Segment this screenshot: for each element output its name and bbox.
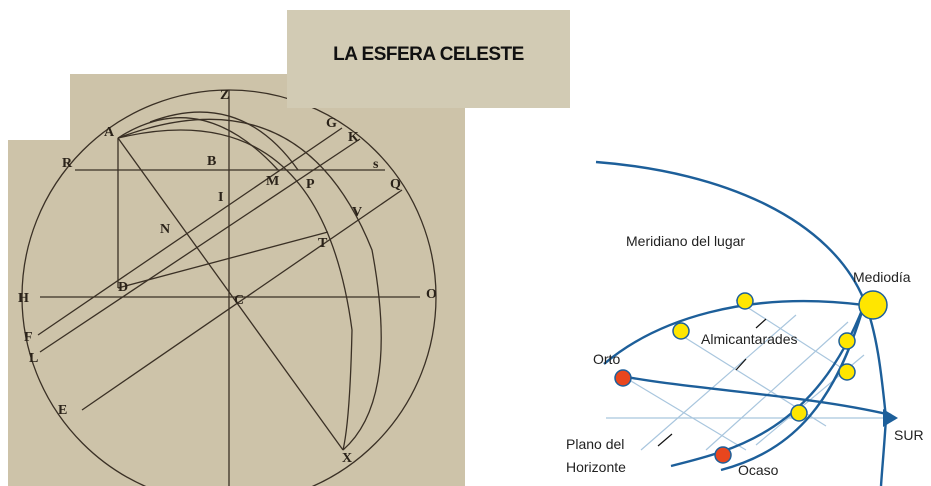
south-left-curve xyxy=(720,304,866,472)
set-label: Ocaso xyxy=(738,462,779,478)
sun-morning-1 xyxy=(672,322,690,340)
sun-set xyxy=(714,446,732,464)
south-arrow-head xyxy=(883,409,898,427)
sun-morning-2 xyxy=(736,292,754,310)
point-g: G xyxy=(326,116,337,131)
point-n: N xyxy=(160,222,170,237)
horizon-label-line2: Horizonte xyxy=(566,459,626,475)
sun-rise xyxy=(614,369,632,387)
sun-noon xyxy=(858,290,888,320)
point-m: M xyxy=(266,174,279,189)
grid-line-4 xyxy=(640,314,797,451)
horizon-label-line1: Plano del xyxy=(566,436,624,452)
band-line-f xyxy=(37,127,343,336)
arc-1 xyxy=(117,118,382,451)
page-title: LA ESFERA CELESTE xyxy=(333,44,524,65)
point-s: s xyxy=(373,157,379,172)
point-h: H xyxy=(18,291,29,306)
point-v: V xyxy=(352,205,362,220)
point-o: O xyxy=(426,287,437,302)
arc-4 xyxy=(149,111,299,171)
almucantar-label: Almicantarades xyxy=(701,331,798,347)
equator-line xyxy=(81,189,403,411)
point-x: X xyxy=(342,451,352,466)
celestial-sphere-engraving: Z A G K R B M P s Q I V N T H D C O F L … xyxy=(8,74,465,486)
title-plate: LA ESFERA CELESTE xyxy=(287,10,570,108)
lower-sun-path xyxy=(620,374,892,417)
sky-curves xyxy=(595,160,892,486)
engraving-lines xyxy=(21,89,437,486)
grid-line-1 xyxy=(625,377,747,451)
point-q: Q xyxy=(390,177,401,192)
arc-2 xyxy=(117,129,353,451)
point-k: K xyxy=(348,130,359,145)
sun-path-diagram: Meridiano del lugar Mediodía Almicantara… xyxy=(566,160,924,486)
rise-label: Orto xyxy=(593,351,620,367)
pointer-almucantar-1 xyxy=(755,318,767,329)
band-line-l xyxy=(39,138,361,353)
grid-line-5 xyxy=(705,321,849,451)
point-d: D xyxy=(118,280,128,295)
point-t: T xyxy=(318,236,328,251)
point-a: A xyxy=(104,125,115,140)
meridian-curve xyxy=(595,160,888,419)
point-r: R xyxy=(62,156,73,171)
grid-line-3 xyxy=(735,299,849,373)
point-i: I xyxy=(218,190,223,205)
point-c: C xyxy=(234,293,244,308)
meridian-label: Meridiano del lugar xyxy=(626,233,745,249)
sun-afternoon-2 xyxy=(838,363,856,381)
arc-3 xyxy=(117,117,279,171)
sun-afternoon-1 xyxy=(838,332,856,350)
point-l: L xyxy=(29,351,38,366)
point-z: Z xyxy=(220,88,229,103)
point-e: E xyxy=(58,403,67,418)
line-a-x xyxy=(117,137,344,451)
meridian-lower-curve xyxy=(879,417,888,486)
south-label: SUR xyxy=(894,427,924,443)
engraving-paper xyxy=(8,74,465,486)
ecliptic-curve xyxy=(670,304,866,468)
point-f: F xyxy=(24,330,33,345)
point-b: B xyxy=(207,154,216,169)
pointer-horizon xyxy=(657,433,673,447)
noon-label: Mediodía xyxy=(853,269,911,285)
line-d-t xyxy=(117,231,329,289)
sun-mid-lower xyxy=(790,404,808,422)
upper-sun-path xyxy=(603,299,865,365)
point-p: P xyxy=(306,177,315,192)
pointer-almucantar-2 xyxy=(735,358,747,371)
almucantar-grid xyxy=(606,299,886,451)
